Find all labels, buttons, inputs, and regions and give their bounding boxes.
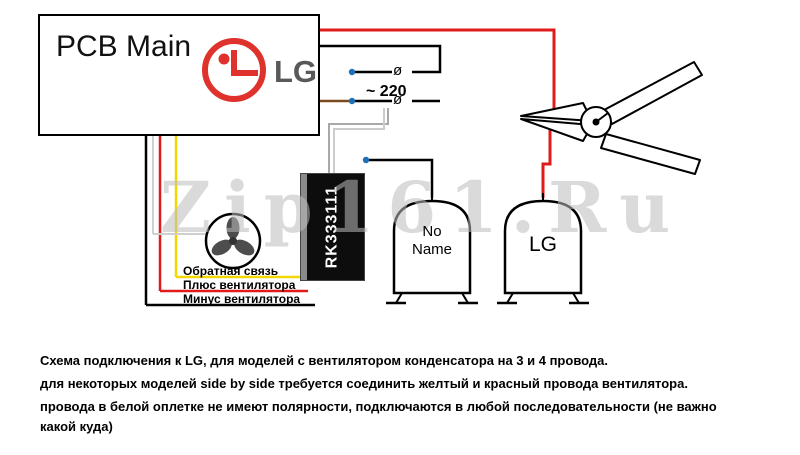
relay-label: RK333111 <box>323 185 341 269</box>
compressor-lg-shape <box>497 193 589 305</box>
wire-label-fan-minus: Минус вентилятора <box>183 292 301 306</box>
wires <box>144 28 556 307</box>
pcb-main-box: PCB Main LG <box>38 14 320 136</box>
wire-black-noname <box>366 158 434 198</box>
fan-icon <box>204 212 262 270</box>
lg-logo-icon <box>202 38 266 102</box>
wire-label-feedback: Обратная связь <box>183 264 279 278</box>
terminal-dot <box>362 156 370 164</box>
voltage-label: ~ 220 <box>366 83 407 100</box>
pcb-title: PCB Main <box>56 30 192 63</box>
wire-red-top <box>320 28 556 109</box>
wire-gray-2 <box>333 108 385 175</box>
phase-symbol-top: ø <box>393 62 403 79</box>
terminal-dot <box>348 97 356 105</box>
note-line: провода в белой оплетке не имеют полярно… <box>40 399 717 434</box>
wire-red-to-lg <box>541 129 552 198</box>
wire-label-fan-plus: Плюс вентилятора <box>183 278 296 292</box>
terminal-dot <box>348 68 356 76</box>
relay-component: RK333111 <box>300 173 365 281</box>
phase-symbol-bottom: ø <box>393 91 403 108</box>
wire-gray-1 <box>328 108 389 175</box>
lg-wordmark: LG <box>274 54 318 89</box>
note-line: Схема подключения к LG, для моделей с ве… <box>40 353 609 368</box>
pliers-icon <box>520 61 703 175</box>
wire-black-220 <box>320 44 442 74</box>
note-line: для некоторых моделей side by side требу… <box>40 376 688 391</box>
compressor-noname-shape <box>386 193 478 305</box>
notes-block: Схема подключения к LG, для моделей с ве… <box>40 351 745 440</box>
compressor-noname-label: No Name <box>411 223 452 258</box>
compressor-lg-label: LG <box>528 233 557 256</box>
